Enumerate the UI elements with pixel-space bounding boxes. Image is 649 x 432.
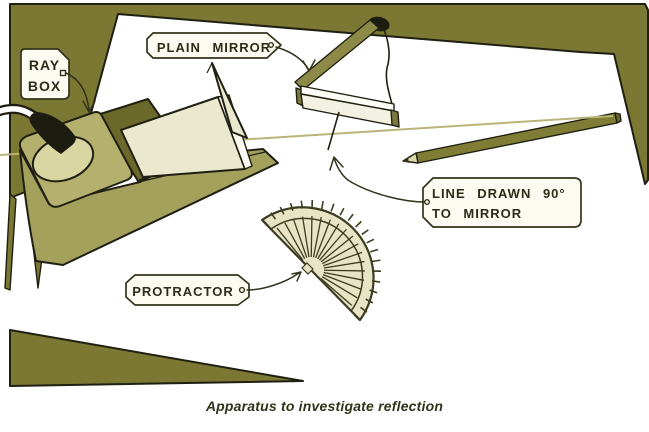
pencil-body [415,112,618,164]
plain-mirror-tag [146,32,282,59]
line-drawn-90-label-line1: LINE DRAWN 90° [432,186,566,201]
ray-box-arrow [65,72,90,111]
line-drawn-tag [422,177,582,228]
ray-box-label-line2: BOX [27,78,62,94]
ray-box-arrowhead [82,100,96,113]
mirror-support-wire [382,26,393,105]
plain-mirror-label: PLAIN MIRROR [156,40,272,55]
plain-mirror-arrowhead [302,59,316,72]
slit-screen-tip-lines [206,62,218,75]
pencil-lead [403,158,409,163]
protractor-tag [125,274,250,306]
line-drawn-arrowhead [329,156,344,171]
ray-box-slit-screen [211,62,248,139]
pencil-butt [614,112,622,124]
protractor-center-notch [301,262,314,275]
protractor-tag-dot [238,286,246,294]
mirror-right-cap [390,109,400,128]
protractor-band [270,217,364,312]
table-left-strip [4,193,17,291]
ray-box-tag [20,48,70,100]
protractor-label: PROTRACTOR [132,284,234,299]
protractor-arrowhead [291,271,302,282]
protractor [260,199,382,322]
normal-line [327,111,340,151]
plain-mirror-tag-dot [268,42,275,49]
figure-caption: Apparatus to investigate reflection [205,398,444,414]
ray-box [0,62,279,266]
ray-box-label-line1: RAY [28,57,61,73]
plain-mirror-arrow [275,46,310,71]
line-drawn-arrow [333,157,426,203]
illustration-canvas [0,3,649,387]
annotations [20,32,582,306]
protractor-arrow [246,272,300,291]
table-bottom-edge [9,329,304,387]
cord-plug [29,112,76,154]
protractor-ticks [261,199,382,321]
plain-mirror [294,16,400,151]
protractor-scale-lines [276,215,366,306]
line-drawn-90-label: LINE DRAWN 90° TO MIRROR [432,184,578,224]
ray-box-label: RAY BOX [20,55,69,97]
line-drawn-90-label-line2: TO MIRROR [432,206,523,221]
